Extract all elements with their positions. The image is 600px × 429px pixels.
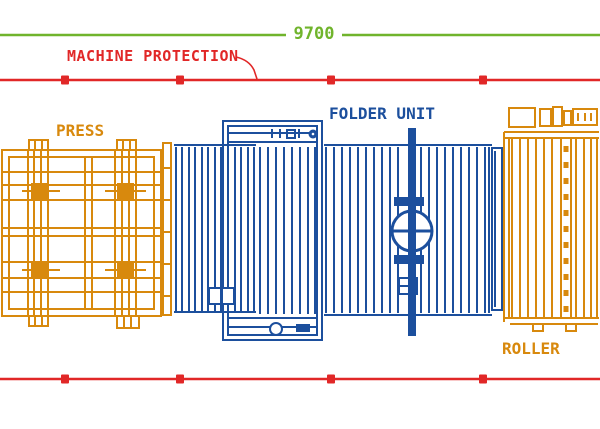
protection-fence-bottom [0,374,600,384]
press-pad-icon [117,183,134,200]
roller-label: ROLLER [502,339,560,358]
fence-post-icon [327,75,335,85]
press-pad-icon [117,262,134,279]
fence-post-icon [61,374,69,384]
fence-post-icon [176,75,184,85]
fence-post-icon [479,75,487,85]
protection-leader-line [235,56,258,80]
folder-cross-bar [408,128,416,336]
fence-post-icon [327,374,335,384]
roller-machine [503,106,599,332]
press-label: PRESS [56,121,105,140]
protection-fence-top [0,75,600,85]
dimension-label: 9700 [286,26,342,43]
press-machine [1,139,172,329]
fence-post-icon [176,374,184,384]
folder-unit-label: FOLDER UNIT [329,104,435,123]
roller-motor-icon [508,107,536,128]
press-pad-icon [31,262,48,279]
conveyor-frame-machine [208,120,323,341]
machine-protection-label: MACHINE PROTECTION [67,47,239,65]
folder-unit-machine [324,128,492,336]
press-pad-icon [31,183,48,200]
infeed-conveyor [174,144,256,313]
motor-icon [269,322,283,336]
fence-post-icon [61,75,69,85]
fence-post-icon [479,374,487,384]
bypass-conveyor [491,147,503,311]
